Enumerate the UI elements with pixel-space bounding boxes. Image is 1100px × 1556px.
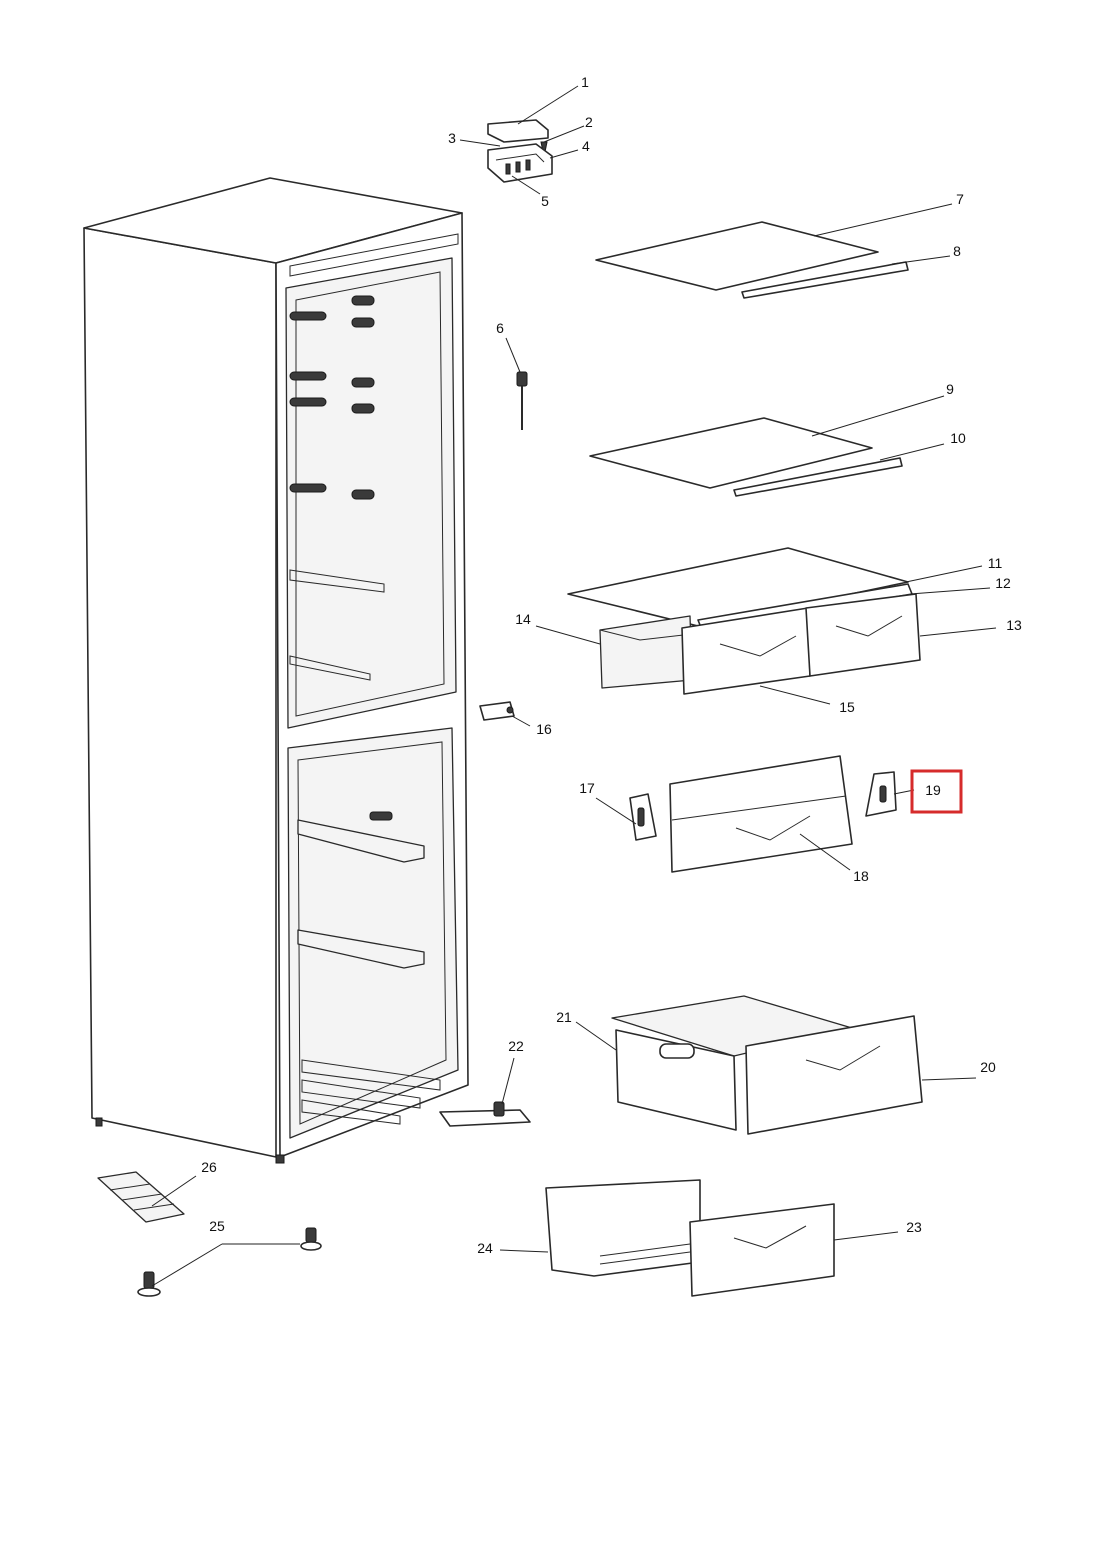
- callout-20: 20: [980, 1059, 996, 1075]
- fridge-cabinet: [83, 177, 469, 1164]
- shelf-trim-middle: [733, 457, 903, 497]
- callout-24: 24: [477, 1240, 493, 1256]
- callout-3: 3: [448, 130, 456, 146]
- callout-labels: 1 2 3 4 5 6 7 8 9 10 11 12 13 14 15 16 1…: [201, 74, 1022, 1256]
- callout-16: 16: [536, 721, 552, 737]
- callout-2: 2: [585, 114, 593, 130]
- callout-9: 9: [946, 381, 954, 397]
- freezer-flap: [669, 755, 853, 873]
- callout-23: 23: [906, 1219, 922, 1235]
- callout-6: 6: [496, 320, 504, 336]
- callout-22: 22: [508, 1038, 524, 1054]
- freezer-drawer-front-lower: [689, 1203, 835, 1297]
- highlight-box: [910, 769, 963, 814]
- callout-8: 8: [953, 243, 961, 259]
- adjustable-foot-front: [137, 1271, 161, 1297]
- callout-4: 4: [582, 138, 590, 154]
- crisper-drawer-left: [599, 615, 693, 689]
- leader-lines: [151, 85, 997, 1287]
- control-cover: [487, 119, 549, 143]
- callout-7: 7: [956, 191, 964, 207]
- callout-21: 21: [556, 1009, 572, 1025]
- callout-15: 15: [839, 699, 855, 715]
- middle-hinge: [479, 701, 515, 721]
- temperature-sensor: [516, 371, 528, 430]
- glass-shelf-middle: [589, 417, 873, 489]
- callout-17: 17: [579, 780, 595, 796]
- control-housing: [487, 143, 553, 183]
- crisper-front-right: [805, 593, 921, 677]
- callout-14: 14: [515, 611, 531, 627]
- ice-cube-tray: [97, 1171, 185, 1223]
- freezer-drawer-upper: [611, 995, 853, 1131]
- callout-19: 19: [925, 782, 941, 798]
- callout-10: 10: [950, 430, 966, 446]
- adjustable-foot-back: [300, 1227, 322, 1251]
- callout-13: 13: [1006, 617, 1022, 633]
- callout-18: 18: [853, 868, 869, 884]
- callout-26: 26: [201, 1159, 217, 1175]
- callout-11: 11: [988, 555, 1003, 571]
- callout-1: 1: [581, 74, 589, 90]
- shelf-supports: [289, 295, 375, 500]
- bottom-hinge: [439, 1101, 531, 1127]
- callout-12: 12: [995, 575, 1011, 591]
- callout-25: 25: [209, 1218, 225, 1234]
- glass-shelf-top: [595, 221, 879, 291]
- flap-hinge-right: [865, 771, 897, 817]
- freezer-drawer-front-upper: [745, 1015, 923, 1135]
- flap-hinge-left: [629, 793, 657, 841]
- freezer-drawer-lower: [545, 1179, 701, 1277]
- callout-5: 5: [541, 193, 549, 209]
- shelf-trim-top: [741, 261, 909, 299]
